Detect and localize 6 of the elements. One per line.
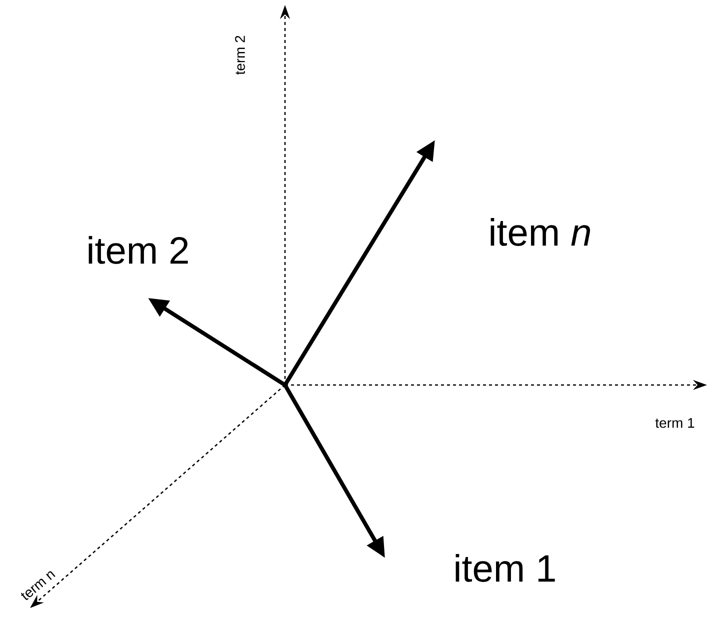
axis-label: term n (20, 571, 56, 600)
vector-label: item n (490, 218, 590, 246)
axis-label: term 1 (655, 418, 694, 428)
vector-label: item 1 (456, 554, 555, 582)
axis-label: term 2 (235, 36, 245, 75)
vector-label: item 2 (88, 236, 188, 264)
